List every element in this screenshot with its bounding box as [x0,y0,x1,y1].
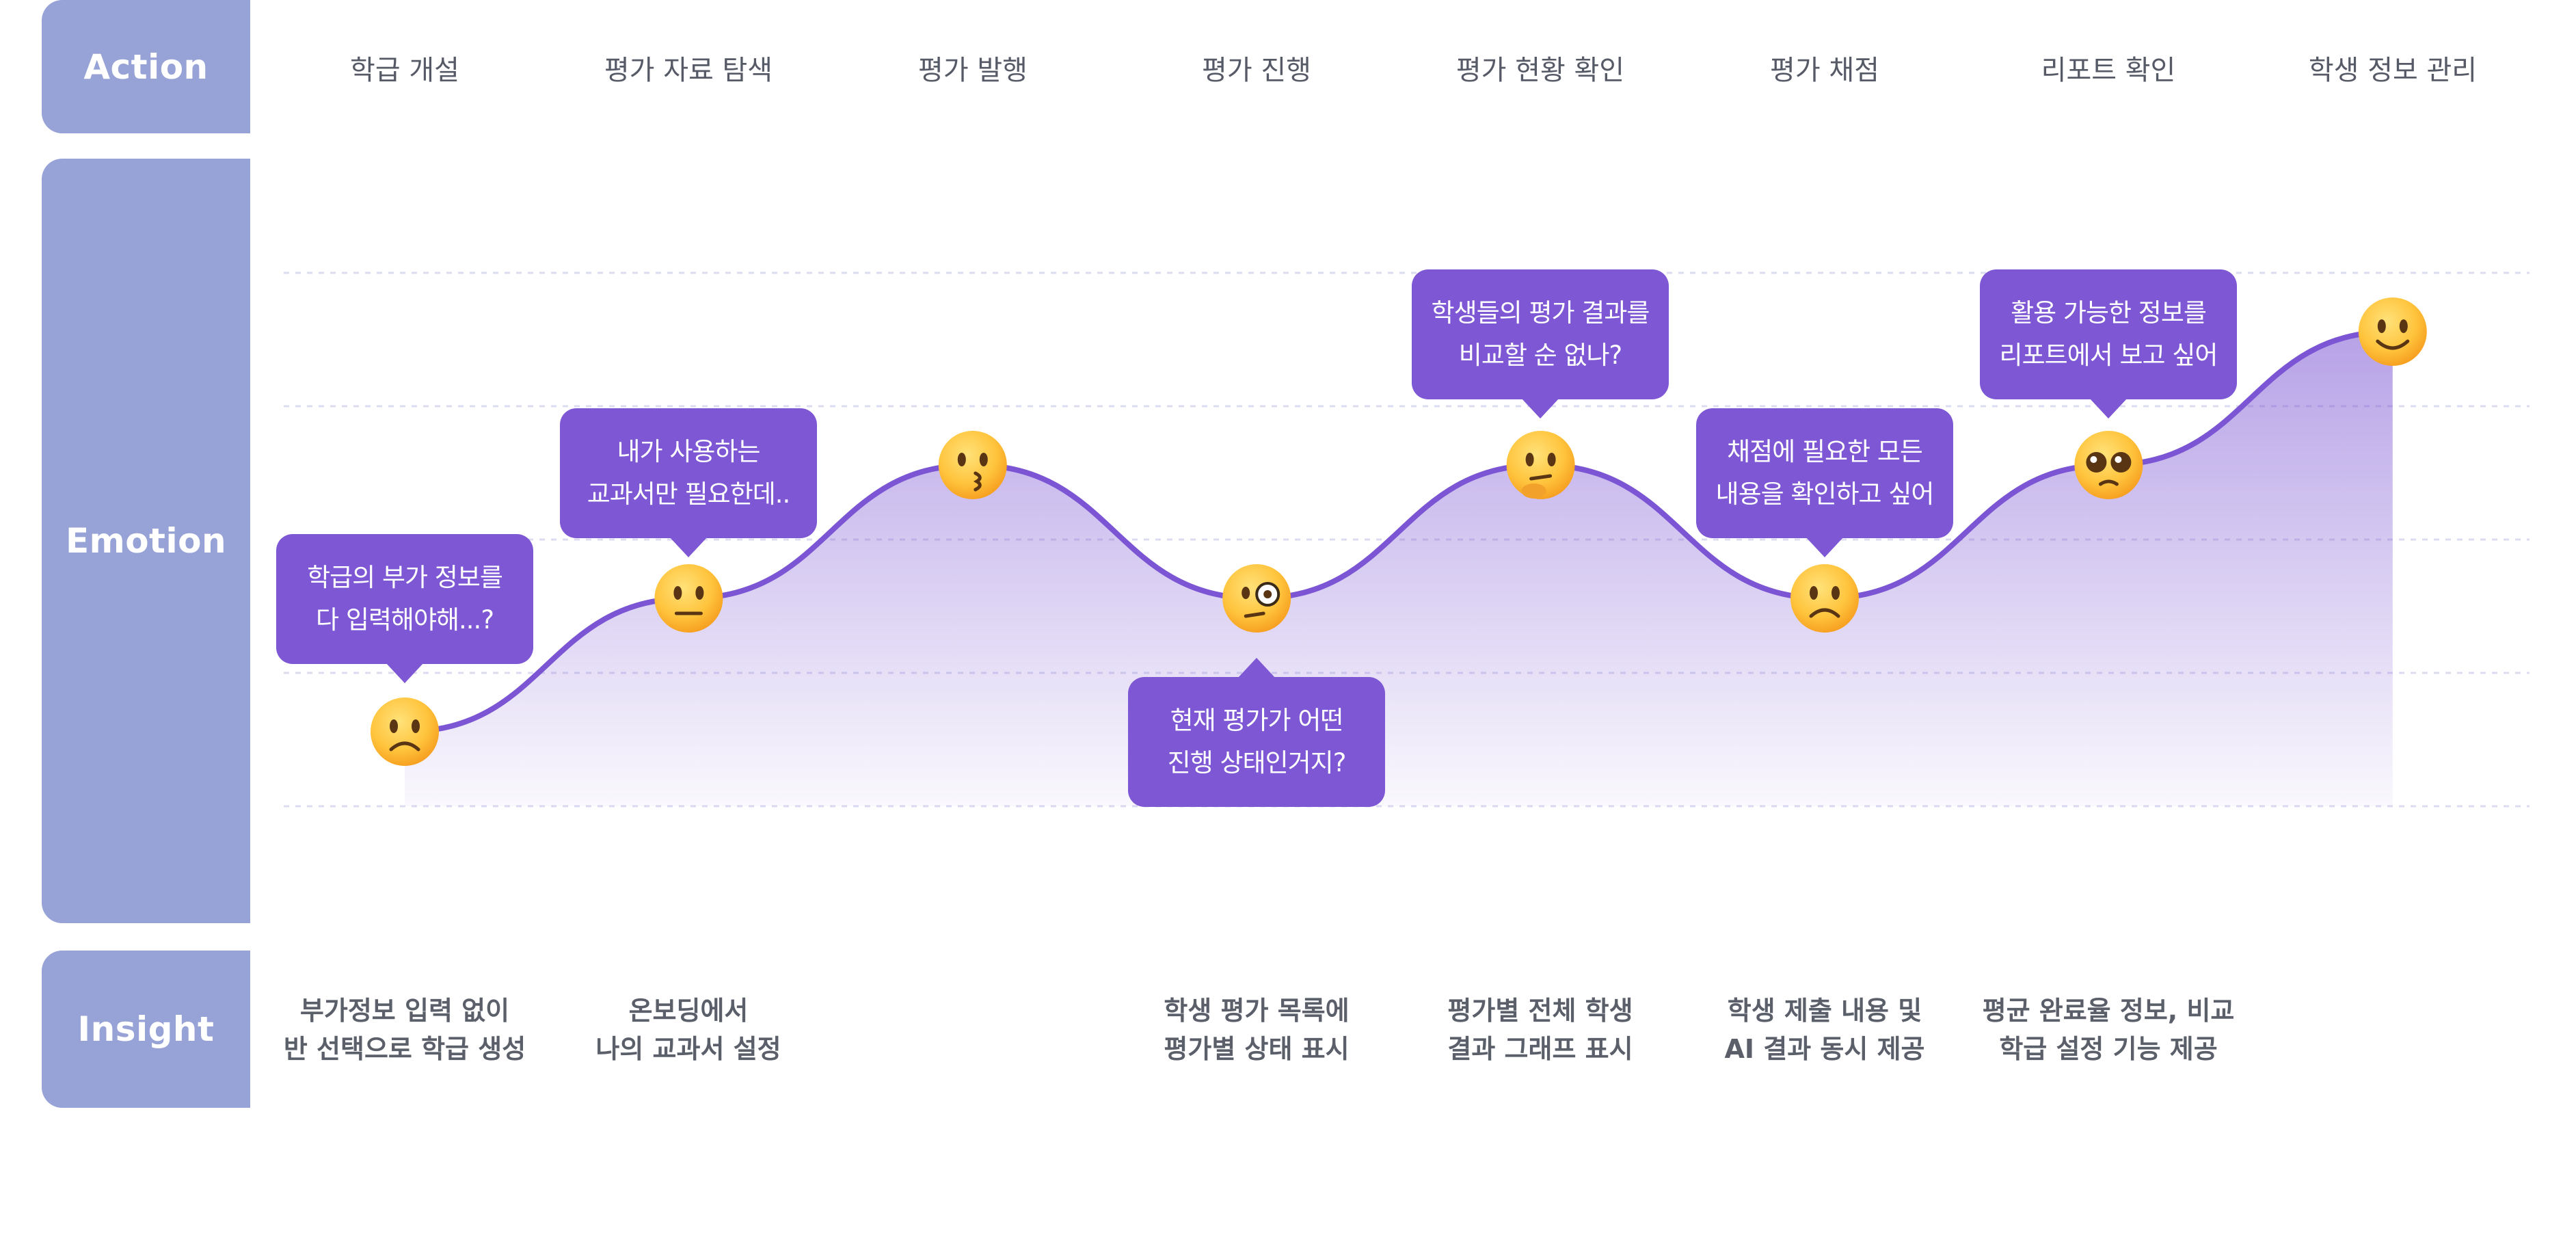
thought-bubble-5: 채점에 필요한 모든 내용을 확인하고 싶어 [1696,408,1953,557]
kissing-face-icon [938,431,1007,499]
bubble-line: 교과서만 필요한데.. [587,479,791,509]
thought-bubble-3: 현재 평가가 어떤 진행 상태인거지? [1128,658,1385,807]
emotion-area [405,332,2393,806]
insight-line: 나의 교과서 설정 [595,1034,781,1064]
bubble-line: 다 입력해야해...? [316,605,494,635]
bubble-line: 비교할 순 없나? [1458,341,1622,370]
bubble-line: 채점에 필요한 모든 [1727,437,1923,466]
bubble-line: 진행 상태인거지? [1167,748,1347,778]
face-with-monocle-icon [1222,564,1291,633]
insight-line: 평가별 상태 표시 [1164,1034,1350,1064]
thinking-face-icon [1506,431,1575,499]
insight-line: 학생 평가 목록에 [1164,996,1350,1026]
action-item-6: 평가 채점 [1770,55,1879,86]
smiling-face-icon [2358,297,2427,366]
bubble-line: 현재 평가가 어떤 [1170,706,1344,735]
insight-line: 부가정보 입력 없이 [299,996,510,1026]
thought-bubble-1: 학급의 부가 정보를 다 입력해야해...? [276,534,533,683]
action-item-1: 학급 개설 [350,55,459,86]
insight-item-1: 부가정보 입력 없이 반 선택으로 학급 생성 [254,992,555,1068]
action-item-8: 학생 정보 관리 [2308,55,2478,86]
thought-bubble-4: 학생들의 평가 결과를 비교할 순 없나? [1412,269,1669,419]
action-item-2: 평가 자료 탐색 [604,55,773,86]
insight-line: 결과 그래프 표시 [1447,1034,1633,1064]
neutral-face-icon [654,564,723,633]
bubble-line: 내가 사용하는 [617,437,760,466]
worried-face-icon [371,698,439,766]
thought-bubble-2: 내가 사용하는 교과서만 필요한데.. [560,408,817,557]
insight-line: 평균 완료율 정보, 비교 [1982,996,2235,1026]
insight-item-5: 학생 제출 내용 및 AI 결과 동시 제공 [1674,992,1975,1068]
insight-item-2: 온보딩에서 나의 교과서 설정 [538,992,839,1068]
emotion-line [402,329,2396,734]
insight-line: AI 결과 동시 제공 [1724,1034,1925,1064]
frowning-face-icon [1790,564,1859,633]
action-item-3: 평가 발행 [918,55,1028,86]
insight-line: 학급 설정 기능 제공 [1999,1034,2218,1064]
insight-row-label: Insight [42,951,250,1108]
action-item-5: 평가 현황 확인 [1455,55,1625,86]
bubble-line: 학급의 부가 정보를 [307,563,503,592]
insight-line: 학생 제출 내용 및 [1727,996,1922,1026]
thought-bubble-6: 활용 가능한 정보를 리포트에서 보고 싶어 [1980,269,2237,419]
insight-item-3: 학생 평가 목록에 평가별 상태 표시 [1106,992,1407,1068]
insight-line: 온보딩에서 [628,996,749,1026]
insight-item-4: 평가별 전체 학생 결과 그래프 표시 [1390,992,1691,1068]
insight-line: 평가별 전체 학생 [1447,996,1633,1026]
bubble-line: 학생들의 평가 결과를 [1431,298,1650,328]
pleading-face-icon [2074,431,2143,499]
emotion-faces [371,297,2427,766]
action-item-7: 리포트 확인 [2041,55,2176,86]
action-item-4: 평가 진행 [1202,55,1311,86]
action-row-label: Action [42,0,250,133]
bubble-line: 활용 가능한 정보를 [2011,298,2207,328]
bubble-line: 내용을 확인하고 싶어 [1715,479,1935,509]
insight-item-6: 평균 완료율 정보, 비교 학급 설정 기능 제공 [1958,992,2259,1068]
insight-line: 반 선택으로 학급 생성 [283,1034,526,1064]
bubble-line: 리포트에서 보고 싶어 [1999,341,2218,370]
emotion-row-label: Emotion [42,159,250,923]
